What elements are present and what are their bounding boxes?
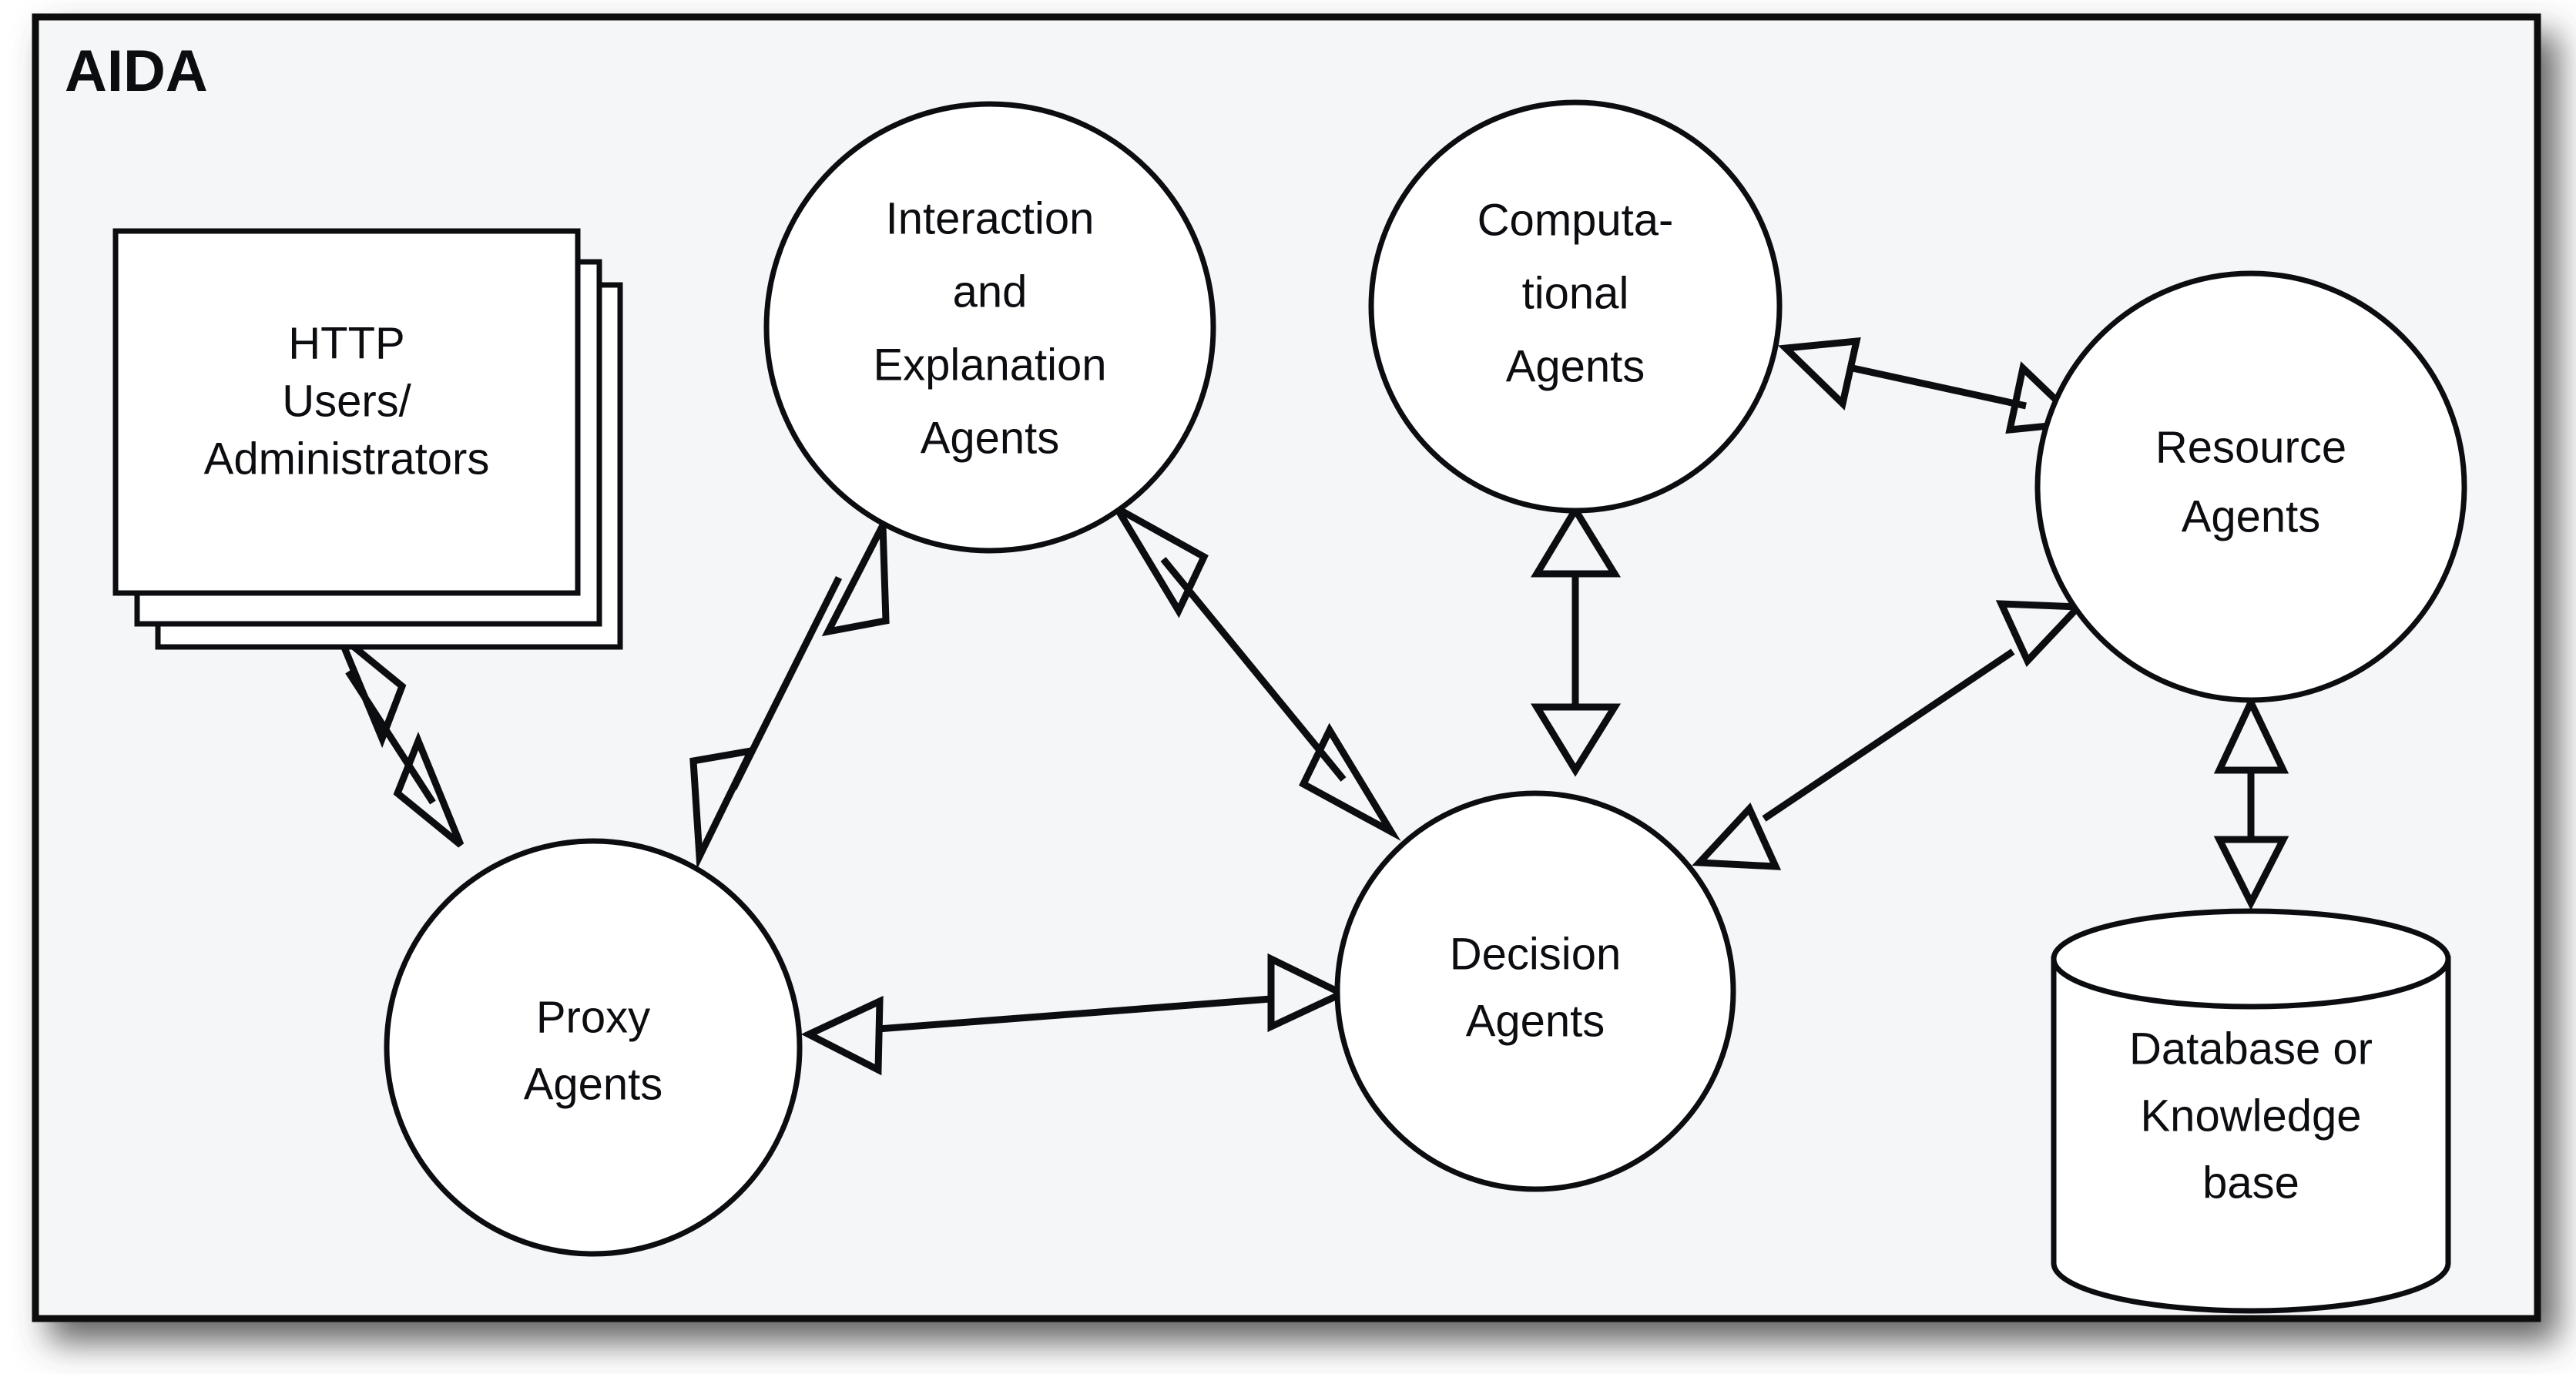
arrowhead-open-triangle xyxy=(393,731,465,848)
arrowhead-open-triangle xyxy=(1530,703,1622,777)
edge-proxy-decision-agents[interactable] xyxy=(800,953,1350,1076)
node-database-knowledge-base[interactable]: Database or Knowledge base xyxy=(2051,908,2451,1314)
node-label-line: Agents xyxy=(1466,996,1605,1046)
node-computational-agents[interactable]: Computa- tional Agents xyxy=(1368,99,1783,514)
edge-line xyxy=(1852,364,2027,410)
arrowhead-open-triangle xyxy=(689,746,757,870)
node-circle xyxy=(763,101,1216,554)
cylinder-body xyxy=(2051,956,2451,1314)
arrowhead-open-triangle xyxy=(821,511,890,637)
node-label-line: Agents xyxy=(921,413,1060,463)
stacked-box-front xyxy=(112,228,581,596)
node-label-line: HTTP xyxy=(288,318,404,368)
node-circle xyxy=(384,838,803,1257)
node-label-line: Interaction xyxy=(886,193,1095,243)
arrowhead-open-triangle xyxy=(335,632,407,749)
node-label-line: Database or xyxy=(2129,1024,2373,1074)
arrowhead-open-triangle xyxy=(1299,722,1401,841)
arrowhead-open-triangle xyxy=(2213,694,2289,774)
node-interaction-explanation-agents[interactable]: Interaction and Explanation Agents xyxy=(763,101,1216,554)
arrowhead-open-triangle xyxy=(1777,337,1861,411)
node-label-line: Explanation xyxy=(873,340,1106,390)
node-label-line: Proxy xyxy=(536,992,650,1042)
edge-decision-resource-agents[interactable] xyxy=(1692,600,2087,870)
arrowhead-open-triangle xyxy=(800,995,884,1076)
node-label-line: Decision xyxy=(1450,929,1621,979)
node-label-line: Users/ xyxy=(282,376,411,426)
edge-interaction-proxy-agents[interactable] xyxy=(689,511,890,870)
node-label-line: tional xyxy=(1522,268,1629,318)
edge-http-users-proxy-agents[interactable] xyxy=(335,632,465,848)
arrowhead-open-triangle xyxy=(1267,953,1350,1033)
node-label-line: Agents xyxy=(1506,341,1645,391)
node-label-line: Computa- xyxy=(1478,195,1674,245)
arrowhead-open-triangle xyxy=(1692,802,1782,870)
node-decision-agents[interactable]: Decision Agents xyxy=(1334,790,1736,1192)
node-http-users[interactable]: HTTP Users/ Administrators xyxy=(112,228,623,650)
edge-line xyxy=(877,995,1272,1033)
edge-resource-database[interactable] xyxy=(2213,694,2289,910)
node-label-line: and xyxy=(953,266,1028,317)
arrowhead-open-triangle xyxy=(1107,498,1209,618)
edge-computational-decision-agents[interactable] xyxy=(1530,503,1622,777)
node-resource-agents[interactable]: Resource Agents xyxy=(2034,270,2467,703)
node-label-line: base xyxy=(2202,1158,2299,1208)
frame-title: AIDA xyxy=(65,39,208,104)
node-label-line: Resource xyxy=(2155,422,2346,472)
edge-line xyxy=(1160,557,1347,782)
node-label-line: Agents xyxy=(2182,491,2321,541)
node-circle xyxy=(2034,270,2467,703)
node-label-line: Knowledge xyxy=(2141,1091,2362,1141)
node-proxy-agents[interactable]: Proxy Agents xyxy=(384,838,803,1257)
edge-layer xyxy=(335,337,2289,1076)
arrowhead-open-triangle xyxy=(2213,836,2289,910)
edge-interaction-decision-agents[interactable] xyxy=(1107,498,1401,841)
edge-line xyxy=(1762,648,2015,822)
arrowhead-open-triangle xyxy=(1995,600,2087,667)
node-circle xyxy=(1368,99,1783,514)
node-label-line: Administrators xyxy=(204,434,490,484)
arrowhead-open-triangle xyxy=(1531,503,1622,578)
cylinder-top xyxy=(2051,908,2451,1010)
node-circle xyxy=(1334,790,1736,1192)
node-label-line: Agents xyxy=(524,1059,663,1109)
